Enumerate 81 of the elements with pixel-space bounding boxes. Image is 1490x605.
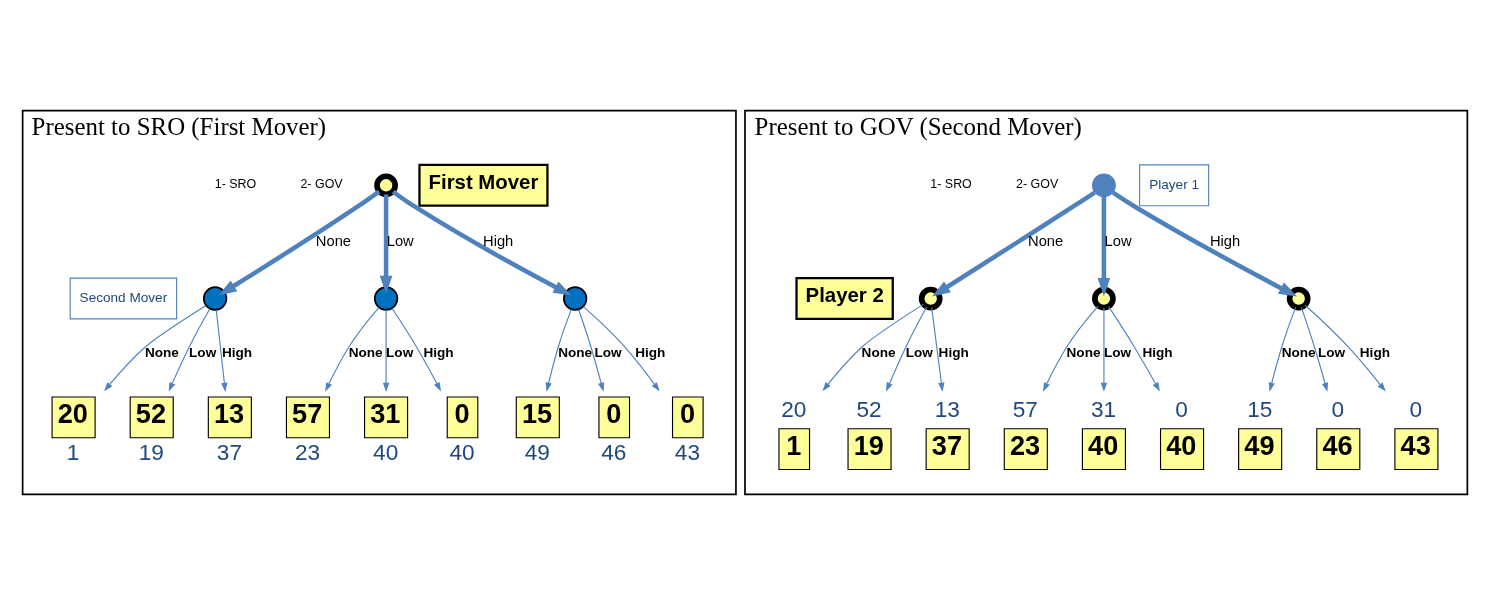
arrow [1111,190,1298,297]
node-label: 15 [1247,397,1273,423]
node-label: 57 [1012,397,1038,423]
edge-label: High [938,344,969,360]
edge-label: Low [1317,344,1346,360]
arrow [218,189,381,296]
edge-label: Low [386,344,414,360]
node-label: 1 [66,440,80,466]
node-circle [373,286,399,311]
arrow [582,306,660,392]
arrow [578,308,605,392]
arrow [168,308,211,392]
arrow [1100,307,1108,392]
node-label: 46 [601,440,627,466]
edge-label: Low [905,344,933,360]
node-circle [1286,286,1311,311]
node-circle [202,286,228,311]
node-label: 49 [524,440,550,466]
node-label: 40 [449,440,475,466]
label: 2- GOV [1016,177,1059,192]
arrow [391,307,442,392]
node-circle [374,173,398,198]
edge-label: High [1142,344,1173,360]
edge-label: High [483,232,514,249]
node-label: 43 [674,440,700,466]
arrow [391,189,572,296]
node-circle [1092,286,1116,311]
edge-label: None [1066,344,1101,360]
node-box: Player 2 [795,277,894,321]
node-label: 0 [1175,397,1188,423]
edge-label: Low [189,344,217,360]
edge-label: High [635,344,666,360]
arrow [1268,306,1297,392]
edge-label: None [144,344,179,360]
node-circle [563,286,588,311]
label: 2- GOV [300,177,343,192]
arrow [1043,305,1099,392]
arrow [1300,306,1329,392]
arrow [822,303,924,392]
edge-label: None [348,344,383,360]
arrow [325,307,380,392]
arrow [1097,196,1111,297]
edge-label: None [558,344,593,360]
edge-label: Low [1103,344,1132,360]
edge-label: None [1281,344,1316,360]
edge-label: None [315,232,352,249]
node-circle [918,286,943,311]
node-label: 37 [216,440,242,466]
arrow [382,309,390,392]
node-circle [1092,173,1116,198]
node-box: Second Mover [69,277,178,320]
node-label: 40 [373,440,399,466]
edge-label: High [423,344,454,360]
arrow [886,306,928,392]
node-box: Player 1 [1139,164,1210,207]
label: 1- SRO [930,177,972,192]
arrow [104,305,207,392]
edge-label: High [1209,232,1241,249]
edge-label: Low [386,232,414,249]
node-label: 0 [1331,397,1345,423]
node-label: 19 [138,440,164,466]
edge-label: Low [594,344,622,360]
arrow [545,308,572,392]
arrow [932,190,1096,297]
node-label: 13 [934,397,960,423]
node-label: 0 [1409,397,1423,423]
arrow [1108,306,1160,392]
node-label: 52 [856,397,882,423]
node-box: First Mover [418,163,549,207]
edge-label: High [1359,344,1390,360]
edge-label: None [1028,232,1064,249]
node-label: 23 [294,440,321,466]
node-label: 20 [781,397,807,423]
arrow [1304,304,1386,392]
node-label: 31 [1090,397,1117,423]
arrow [931,307,945,392]
edge-label: None [861,344,896,360]
edge-label: High [221,344,253,360]
arrow [215,309,228,392]
arrow [379,194,393,294]
label: 1- SRO [214,177,257,192]
